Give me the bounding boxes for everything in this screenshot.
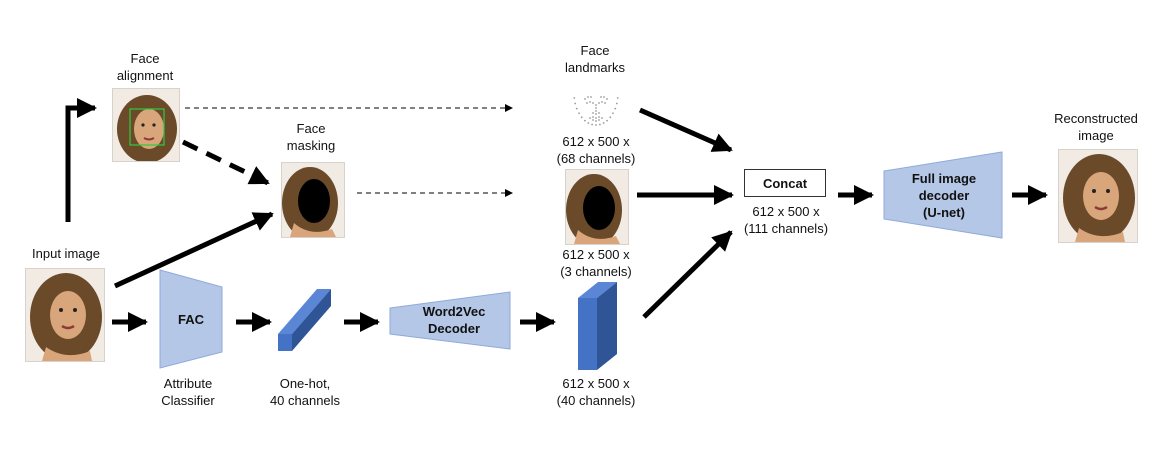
arrow-alignment-to-masking [181,139,270,186]
full-image-decoder-block [883,151,1003,239]
landmark-dot [598,119,600,121]
one-hot-tensor-icon [278,289,331,351]
landmark-dot [573,97,576,99]
input-image-photo [25,268,105,362]
landmark-dot [595,120,597,122]
landmark-dot [575,107,578,110]
landmark-dot [599,123,601,126]
fac-label: FAC [178,312,204,327]
masked-face-photo [565,169,629,245]
landmarks-dims-label: 612 x 500 x (68 channels) [556,134,636,166]
landmark-dot [592,119,594,121]
masked-face-icon [566,170,628,244]
face-landmarks-label: Face landmarks [565,43,625,75]
landmark-dot [590,96,592,98]
landmark-dot [595,110,597,112]
landmark-dot [598,102,600,104]
landmark-dot [606,119,608,122]
landmark-dot [595,107,597,109]
face-alignment-photo [112,88,180,162]
landmark-dot [584,119,586,122]
landmark-dot [598,112,600,114]
face-alignment-label: Face alignment [116,51,174,83]
attribute-classifier-label: Attribute Classifier [161,376,215,408]
landmark-dot [589,117,591,119]
word2vec-dims-label: 612 x 500 x (40 channels) [556,376,636,408]
full-image-decoder-label: Full image decoder (U-net) [911,171,977,220]
arrow-tensor-to-concat [642,230,733,319]
landmark-dot [616,97,619,99]
face-portrait-icon [26,269,104,361]
landmark-dot [614,107,617,110]
landmark-dot [598,116,600,118]
landmark-dot [587,122,590,124]
concat-dims-label: 612 x 500 x (111 channels) [743,204,829,236]
word2vec-decoder-label: Word2Vec Decoder [422,304,486,336]
landmark-dot [602,122,605,124]
arrow-input-to-alignment [65,98,97,222]
landmark-dot [615,102,618,105]
landmark-dot [601,101,603,103]
landmark-dot [592,116,594,118]
landmark-dot [578,112,580,115]
arrow-landmarks-to-concat [638,107,733,153]
reconstructed-image-label: Reconstructed image [1054,111,1138,143]
landmark-dot [586,102,588,104]
landmark-dot [606,98,608,100]
face-masking-photo [281,162,345,238]
landmark-dot [595,104,597,106]
concat-block: Concat [744,169,826,197]
arrow-input-to-masking [113,211,274,289]
landmark-dot [587,96,589,98]
landmark-dot [592,102,594,104]
landmark-dot [601,117,603,119]
landmark-dot [580,116,583,119]
reconstructed-image-photo [1058,149,1138,243]
word2vec-decoder-block [389,291,511,350]
landmark-dot [603,96,605,98]
landmark-dot [574,102,577,105]
landmark-dot [595,117,597,119]
masked-face-icon [282,163,344,237]
face-portrait-icon [1059,150,1137,242]
word2vec-tensor-icon [578,282,617,370]
landmark-dot [604,102,606,104]
landmark-dot [595,124,597,126]
face-landmarks-icon [573,96,619,126]
face-portrait-icon [113,89,179,161]
one-hot-label: One-hot, 40 channels [269,376,341,408]
fac-block [159,269,223,369]
landmark-dot [589,101,591,103]
landmark-dot [600,96,602,98]
face-landmarks-photo [562,80,630,130]
landmark-dot [595,113,597,115]
masked-dims-label: 612 x 500 x (3 channels) [560,247,632,279]
landmark-dot [609,116,612,119]
landmark-dot [612,112,614,115]
concat-label: Concat [762,175,808,191]
landmark-dot [592,112,594,114]
face-masking-label: Face masking [286,121,336,153]
landmark-dot [584,98,586,100]
input-image-label: Input image [32,246,100,261]
landmark-dot [591,123,593,126]
